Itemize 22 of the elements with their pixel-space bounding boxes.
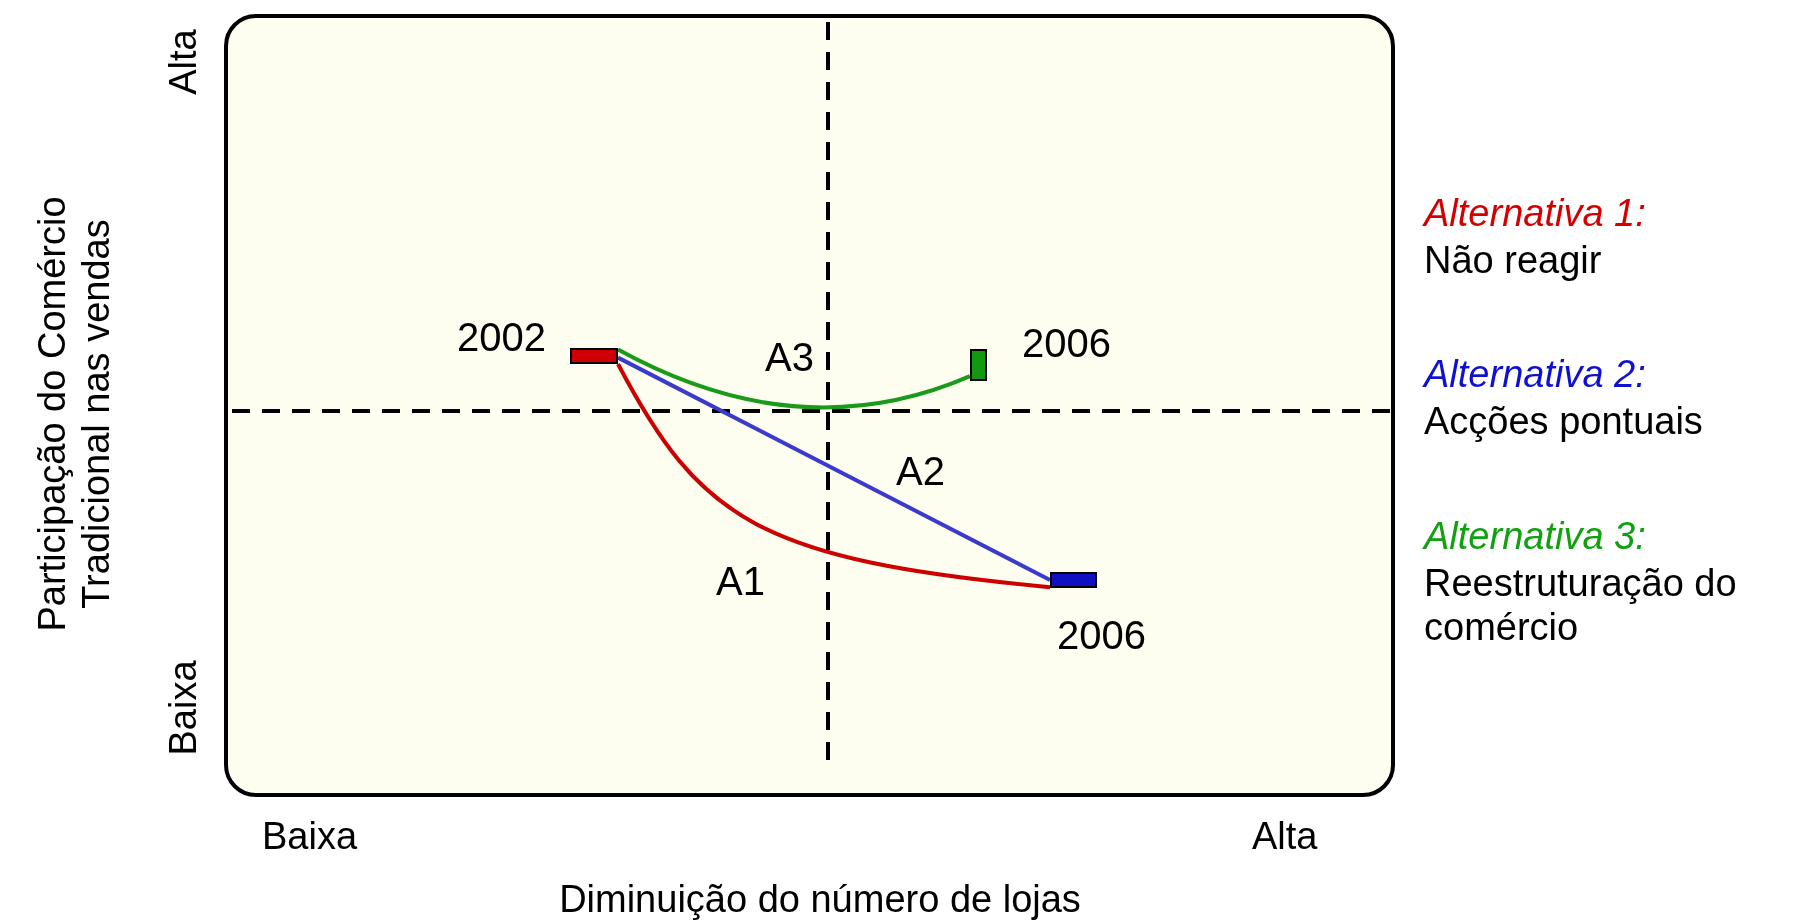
- edge-label: A3: [765, 334, 814, 380]
- legend-text: Reestruturação do comércio: [1424, 562, 1738, 650]
- axis-title: Diminuição do número de lojas: [559, 878, 1081, 922]
- axis-end-label: Alta: [1252, 815, 1318, 859]
- axis-end-label: Baixa: [162, 660, 206, 756]
- axis-end-label: Alta: [162, 29, 206, 95]
- marker-bar: [970, 349, 987, 381]
- year-label: 2006: [1022, 320, 1111, 366]
- marker-bar: [1050, 572, 1097, 588]
- year-label: 2006: [1057, 612, 1146, 658]
- legend-heading: Alternativa 2:: [1424, 353, 1646, 397]
- axis-end-label: Baixa: [262, 815, 358, 859]
- axis-title: Participação do Comércio Tradicional nas vendas: [31, 195, 118, 634]
- legend-text: Acções pontuais: [1424, 400, 1703, 444]
- edge-label: A1: [716, 558, 765, 604]
- year-label: 2002: [457, 314, 546, 360]
- edge-label: A2: [896, 448, 945, 494]
- legend-text: Não reagir: [1424, 239, 1602, 283]
- legend-heading: Alternativa 1:: [1424, 192, 1646, 236]
- trajectory-line: [617, 347, 971, 410]
- marker-bar: [570, 348, 618, 364]
- legend-heading: Alternativa 3:: [1424, 515, 1646, 559]
